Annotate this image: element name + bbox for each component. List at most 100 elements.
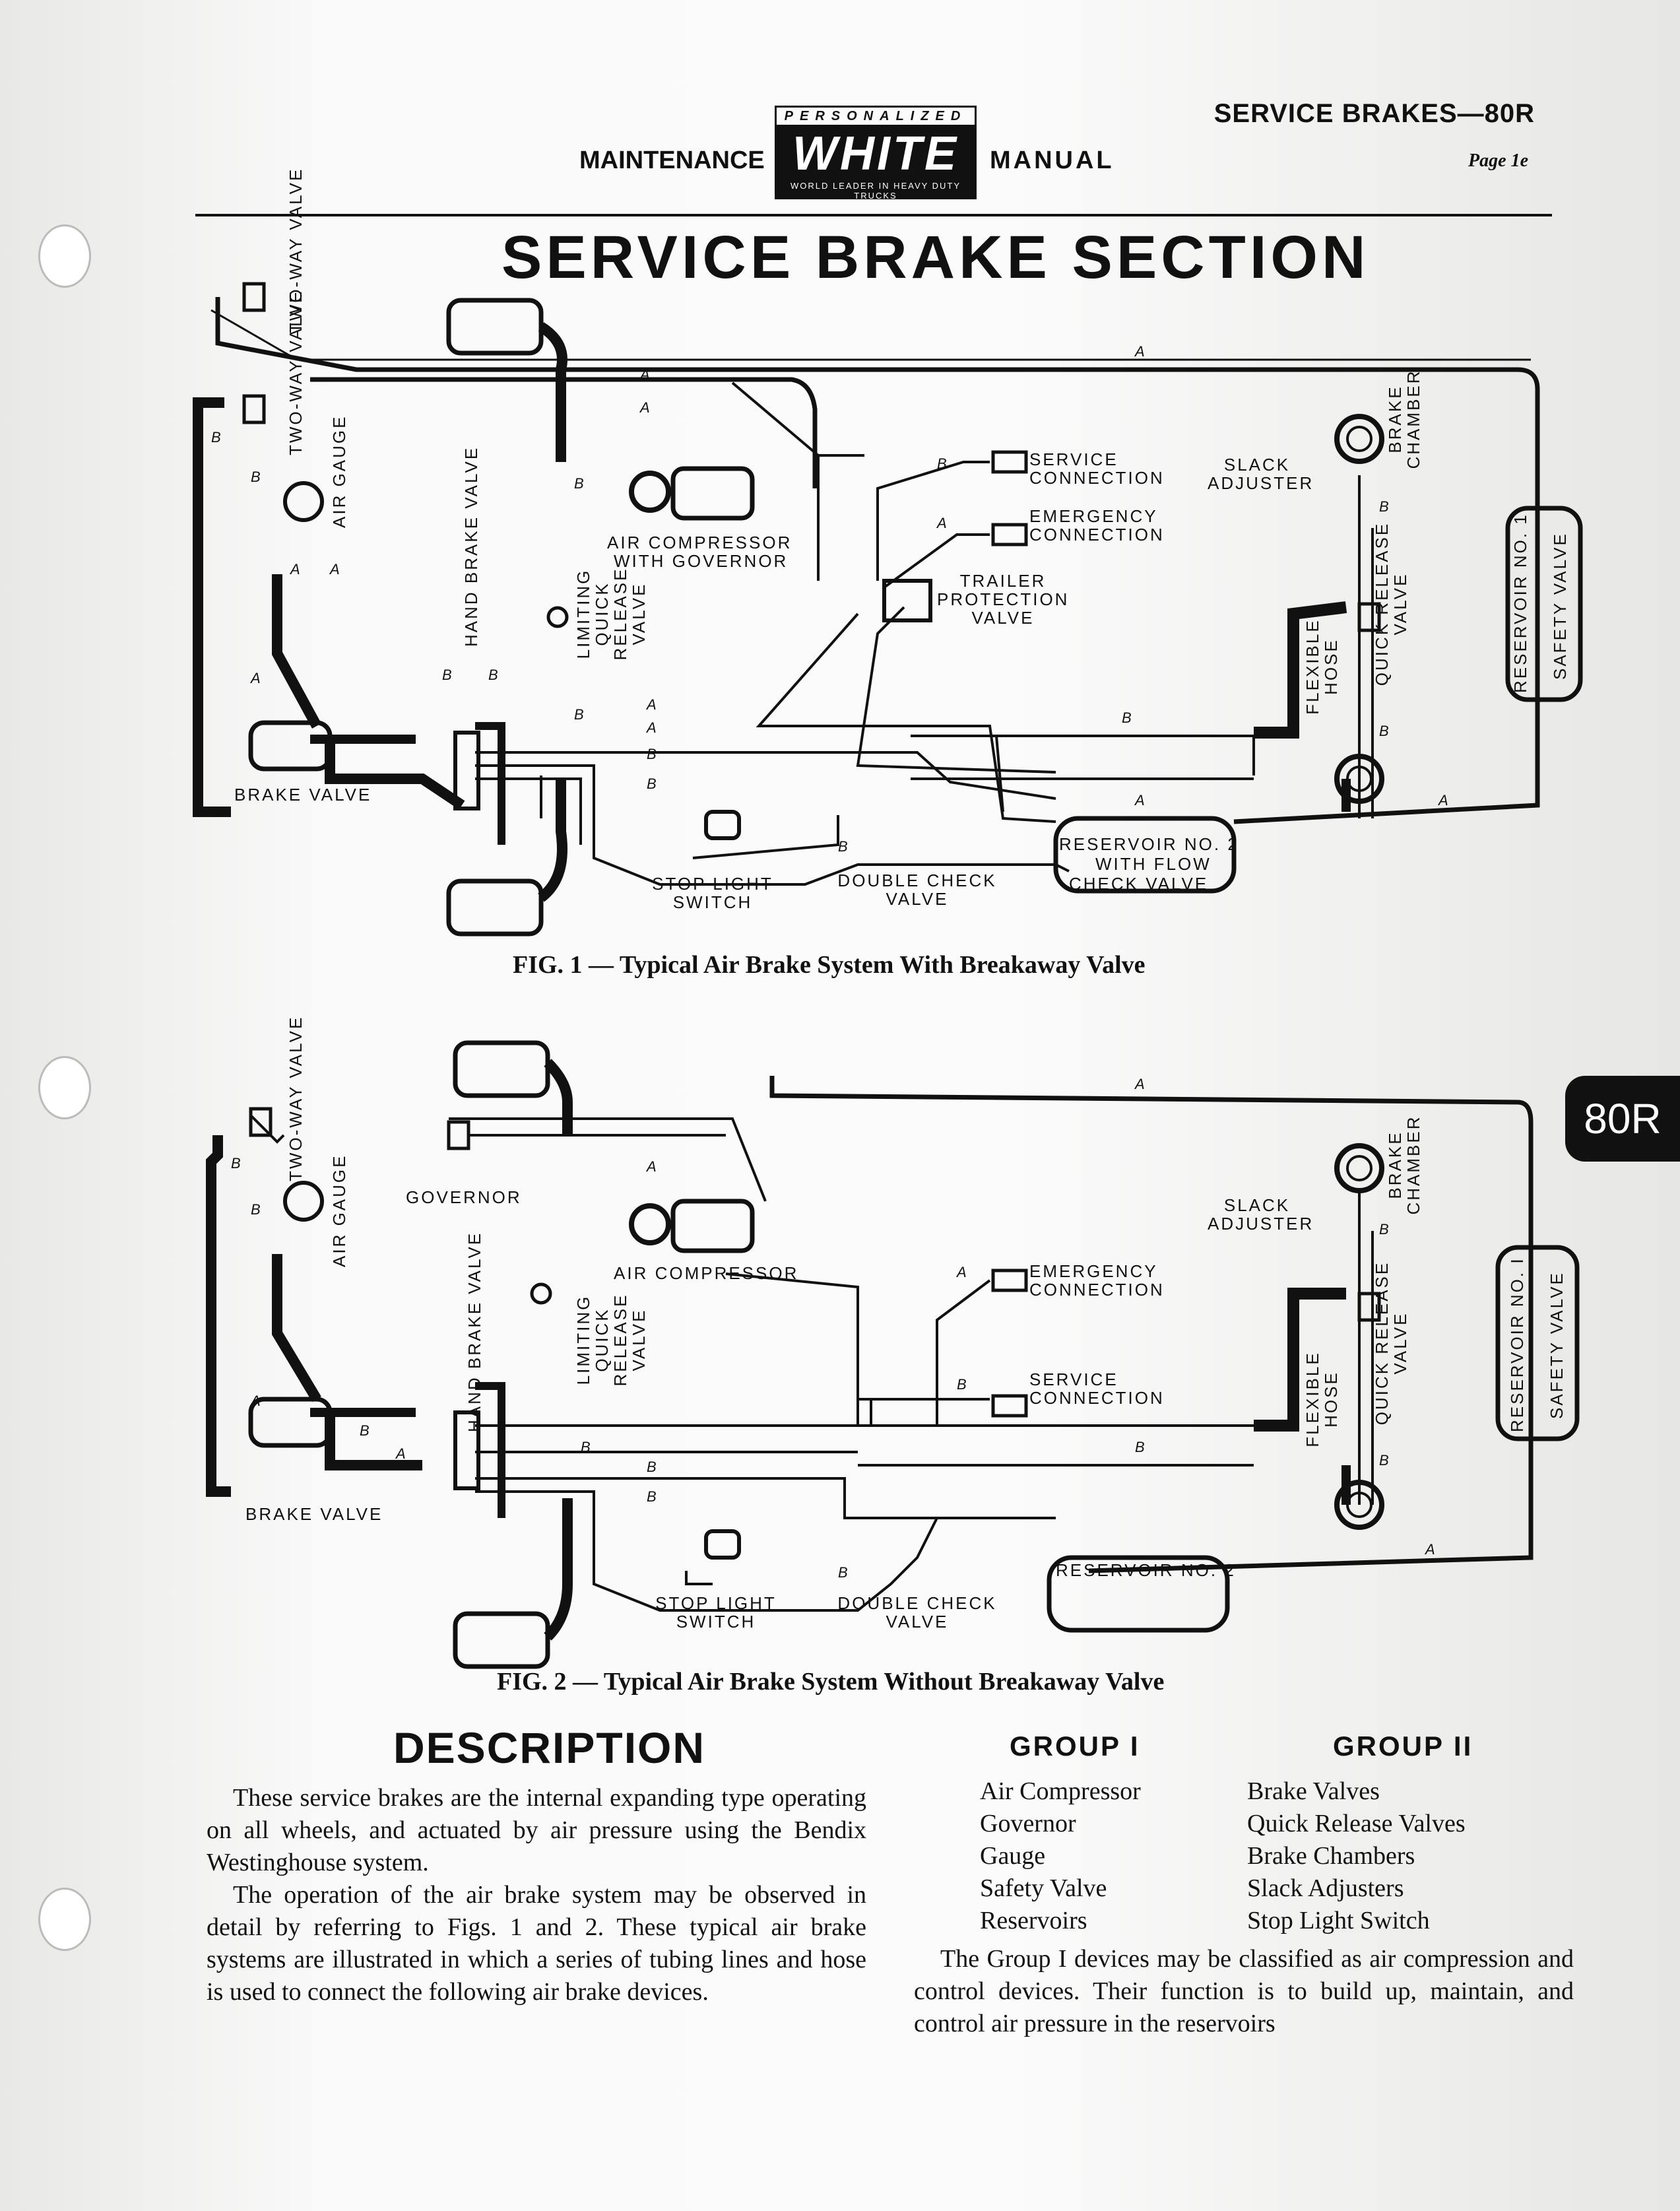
- line-tag-b: B: [1379, 1221, 1389, 1238]
- header-manual: MANUAL: [990, 147, 1115, 174]
- fig1-emergency-connection-label: EMERGENCY CONNECTION: [1029, 506, 1165, 544]
- figure-1-caption: FIG. 1 — Typical Air Brake System With B…: [513, 951, 1146, 979]
- description-paragraph-2: The operation of the air brake system ma…: [207, 1881, 866, 2006]
- fig2-air-gauge-label: AIR GAUGE: [329, 1154, 349, 1267]
- description-heading: DESCRIPTION: [393, 1723, 706, 1772]
- header-rule: [195, 214, 1552, 216]
- line-tag-a: A: [647, 1158, 657, 1175]
- line-tag-a: A: [647, 696, 657, 713]
- fig2-stop-light-label: STOP LIGHT SWITCH: [655, 1593, 777, 1632]
- fig1-with-flow-label: WITH FLOW: [1095, 854, 1212, 874]
- fig2-reservoir-2-label: RESERVOIR NO. 2: [1056, 1560, 1236, 1580]
- fig1-flexible-hose-label: FLEXIBLE HOSE: [1303, 618, 1341, 715]
- line-tag-b: B: [488, 667, 498, 683]
- line-tag-a: A: [640, 399, 650, 416]
- line-tag-a: A: [396, 1445, 406, 1462]
- line-tag-b: B: [574, 475, 584, 492]
- fig2-service-connection-label: SERVICE CONNECTION: [1029, 1370, 1165, 1408]
- line-tag-a: A: [640, 366, 650, 383]
- fig1-air-compressor-label: AIR COMPRESSOR: [607, 533, 792, 552]
- line-tag-a: A: [330, 561, 340, 578]
- line-tag-b: B: [1135, 1439, 1145, 1455]
- fig1-air-gauge-label: AIR GAUGE: [329, 414, 349, 528]
- line-tag-b: B: [647, 1459, 657, 1475]
- description-paragraph-1: These service brakes are the internal ex…: [207, 1784, 866, 1876]
- group-1-list: Air Compressor Governor Gauge Safety Val…: [980, 1775, 1141, 1937]
- line-tag-b: B: [231, 1155, 241, 1172]
- fig2-two-way-valve-label: TWO-WAY VALVE: [286, 1015, 306, 1181]
- line-tag-b: B: [1379, 1452, 1389, 1468]
- line-tag-a: A: [1425, 1541, 1435, 1558]
- figure-2-diagram: TWO-WAY VALVE GOVERNOR AIR GAUGE HAND BR…: [0, 1003, 1680, 1670]
- fig2-brake-valve-label: BRAKE VALVE: [245, 1504, 383, 1524]
- figure-2-lines: [206, 1040, 1580, 1669]
- line-tag-a: A: [647, 719, 657, 736]
- line-tag-b: B: [251, 1201, 261, 1218]
- line-tag-b: B: [1379, 498, 1389, 515]
- figure-2-caption: FIG. 2 — Typical Air Brake System Withou…: [497, 1668, 1165, 1696]
- line-tag-b: B: [442, 667, 452, 683]
- punch-hole-bottom: [38, 1888, 91, 1951]
- line-tag-a: A: [251, 670, 261, 686]
- fig1-slack-adjuster-label: SLACK ADJUSTER: [1208, 455, 1314, 493]
- fig2-air-compressor-label: AIR COMPRESSOR: [614, 1263, 799, 1283]
- line-tag-a: A: [1135, 792, 1145, 808]
- punch-hole-middle: [38, 1056, 91, 1119]
- group-1-heading: GROUP I: [1010, 1731, 1140, 1762]
- fig1-trailer-protection-label: TRAILER PROTECTION VALVE: [937, 571, 1070, 628]
- fig1-safety-valve-label: SAFETY VALVE: [1550, 532, 1570, 680]
- brand-tagline: WORLD LEADER IN HEAVY DUTY TRUCKS: [790, 181, 961, 201]
- fig1-reservoir-2-label: RESERVOIR NO. 2: [1059, 834, 1239, 854]
- line-tag-b: B: [360, 1422, 370, 1439]
- brand-personalized: PERSONALIZED: [775, 106, 977, 127]
- fig1-two-way-valve-label-2: TWO-WAY VALVE: [286, 289, 306, 455]
- group-2-heading: GROUP II: [1333, 1731, 1473, 1762]
- line-tag-a: A: [1135, 343, 1145, 360]
- fig2-limiting-qr-label: LIMITING QUICK RELEASE VALVE: [573, 1293, 649, 1387]
- group-1-item: Gauge: [980, 1842, 1046, 1870]
- line-tag-a: A: [290, 561, 300, 578]
- page-title: SERVICE BRAKE SECTION: [501, 224, 1370, 291]
- fig1-check-valve-label: CHECK VALVE: [1069, 874, 1209, 894]
- line-tag-b: B: [211, 429, 221, 446]
- group-2-item: Quick Release Valves: [1247, 1810, 1466, 1837]
- group-1-item: Governor: [980, 1810, 1076, 1837]
- fig1-stop-light-label: STOP LIGHT SWITCH: [652, 874, 773, 912]
- line-tag-b: B: [647, 776, 657, 792]
- fig2-reservoir-1-label: RESERVOIR NO. I: [1507, 1257, 1527, 1432]
- section-header: SERVICE BRAKES—80R: [1213, 99, 1535, 128]
- line-tag-b: B: [251, 469, 261, 485]
- figure-1-lines: [193, 282, 1583, 937]
- line-tag-a: A: [251, 1393, 261, 1409]
- fig1-quick-release-label: QUICK RELEASE VALVE: [1372, 521, 1410, 686]
- group-1-item: Air Compressor: [980, 1777, 1141, 1805]
- brand-logo: WHITE WORLD LEADER IN HEAVY DUTY TRUCKS: [775, 127, 977, 201]
- fig1-double-check-label: DOUBLE CHECK VALVE: [837, 871, 997, 909]
- brand-name: WHITE: [792, 127, 959, 180]
- group-2-item: Brake Valves: [1247, 1777, 1380, 1805]
- fig1-brake-chamber-label: BRAKE CHAMBER: [1385, 369, 1423, 469]
- page-number: Page 1e: [1468, 150, 1528, 171]
- header-maintenance: MAINTENANCE: [579, 147, 765, 174]
- line-tag-b: B: [647, 1488, 657, 1505]
- line-tag-b: B: [838, 1564, 848, 1581]
- group-2-item: Stop Light Switch: [1247, 1907, 1430, 1934]
- line-tag-b: B: [1122, 710, 1132, 726]
- figure-1-diagram: TWO-WAY VALVE TWO-WAY VALVE AIR GAUGE HA…: [0, 0, 1680, 977]
- group-2-item: Slack Adjusters: [1247, 1874, 1404, 1902]
- group-1-item: Reservoirs: [980, 1907, 1087, 1934]
- fig1-brake-valve-label: BRAKE VALVE: [234, 785, 372, 805]
- line-tag-b: B: [937, 455, 947, 472]
- group-2-list: Brake Valves Quick Release Valves Brake …: [1247, 1775, 1466, 1937]
- line-tag-a: A: [957, 1264, 967, 1280]
- line-tag-b: B: [581, 1439, 591, 1455]
- section-tab: 80R: [1565, 1076, 1680, 1162]
- fig1-hand-brake-valve-label: HAND BRAKE VALVE: [461, 446, 481, 647]
- fig1-service-connection-label: SERVICE CONNECTION: [1029, 449, 1165, 488]
- line-tag-b: B: [647, 746, 657, 762]
- group-description: The Group I devices may be classified as…: [914, 1945, 1574, 2037]
- line-tag-b: B: [574, 706, 584, 723]
- fig2-quick-release-label: QUICK RELEASE VALVE: [1372, 1261, 1410, 1426]
- fig2-emergency-connection-label: EMERGENCY CONNECTION: [1029, 1261, 1165, 1300]
- fig2-flexible-hose-label: FLEXIBLE HOSE: [1303, 1351, 1341, 1447]
